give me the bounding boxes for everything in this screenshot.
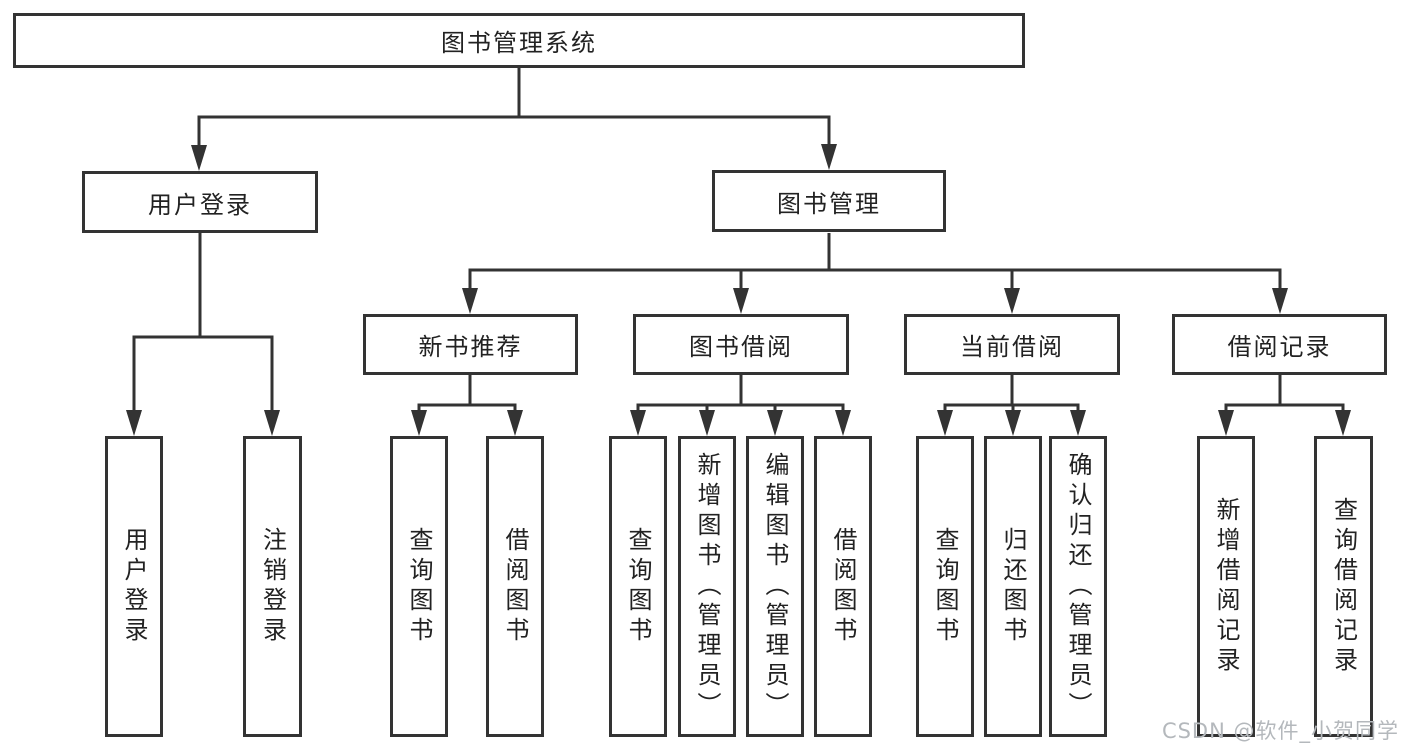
node-query-books-current: 查询图书 [916, 436, 974, 737]
node-label: 确认归还（管理员） [1064, 451, 1092, 722]
arrow-new-book-recommend [462, 288, 478, 314]
node-label: 用户登录 [148, 190, 252, 219]
arrow-current-borrow [1004, 288, 1020, 314]
node-book-management: 图书管理 [712, 170, 946, 232]
node-label: 查询借阅记录 [1329, 496, 1358, 677]
node-logout: 注销登录 [243, 436, 302, 737]
edge-borrow-records [1224, 375, 1345, 412]
arrow-leaf-query-borrow-record [1335, 410, 1351, 436]
node-label: 编辑图书（管理员） [761, 451, 789, 722]
edge-book-management-rail [468, 268, 1282, 290]
arrow-leaf-confirm-return [1070, 410, 1086, 436]
node-query-books-borrow: 查询图书 [609, 436, 667, 737]
node-library-management-system: 图书管理系统 [13, 13, 1025, 68]
arrow-leaf-borrow-books [835, 410, 851, 436]
node-confirm-return-admin: 确认归还（管理员） [1049, 436, 1107, 737]
arrow-leaf-query-books-recommend [411, 410, 427, 436]
arrow-book-borrow [733, 288, 749, 314]
node-borrow-records: 借阅记录 [1172, 314, 1387, 375]
node-return-book: 归还图书 [984, 436, 1042, 737]
arrow-book-management [821, 144, 837, 170]
node-label: 借阅图书 [829, 526, 857, 647]
node-label: 借阅图书 [501, 526, 529, 647]
node-label: 新增借阅记录 [1212, 496, 1240, 677]
node-borrow-books: 借阅图书 [814, 436, 872, 737]
arrow-leaf-add-borrow-record [1218, 410, 1234, 436]
edge-book-borrow [636, 375, 845, 412]
node-label: 图书管理系统 [441, 29, 597, 57]
arrow-leaf-query-books-current [937, 410, 953, 436]
arrow-borrow-records [1272, 288, 1288, 314]
node-query-borrow-record: 查询借阅记录 [1314, 436, 1373, 737]
arrow-user-login [191, 145, 207, 171]
node-label: 新书推荐 [418, 333, 523, 361]
node-label: 归还图书 [999, 526, 1027, 647]
node-label: 查询图书 [931, 526, 959, 647]
arrow-leaf-borrow-books-recommend [507, 410, 523, 436]
node-label: 当前借阅 [960, 333, 1064, 361]
node-book-borrow: 图书借阅 [633, 314, 849, 375]
edge-current-borrow [943, 375, 1080, 412]
node-user-login: 用户登录 [82, 171, 318, 233]
edge-new-book-recommend [417, 375, 517, 412]
node-add-book-admin: 新增图书（管理员） [678, 436, 736, 737]
arrow-leaf-return-book [1005, 410, 1021, 436]
node-label: 图书管理 [777, 189, 881, 218]
node-user-login-leaf: 用户登录 [105, 436, 163, 737]
node-new-book-recommend: 新书推荐 [363, 314, 578, 375]
arrow-leaf-user-login [126, 410, 142, 436]
arrow-leaf-logout [264, 410, 280, 436]
arrow-leaf-query-books-borrow [630, 410, 646, 436]
node-label: 用户登录 [120, 526, 148, 647]
node-label: 查询图书 [405, 526, 433, 647]
node-label: 注销登录 [258, 526, 287, 647]
node-borrow-books-recommend: 借阅图书 [486, 436, 544, 737]
arrow-leaf-add-book [699, 410, 715, 436]
node-add-borrow-record: 新增借阅记录 [1197, 436, 1255, 737]
node-edit-book-admin: 编辑图书（管理员） [746, 436, 804, 737]
edge-book-management-inner [739, 270, 1014, 290]
node-label: 图书借阅 [689, 333, 793, 361]
node-label: 查询图书 [624, 526, 652, 647]
node-query-books-recommend: 查询图书 [390, 436, 448, 737]
node-label: 新增图书（管理员） [693, 451, 721, 722]
arrowheads [126, 144, 1351, 436]
edge-user-login-rail [132, 335, 274, 412]
csdn-watermark: CSDN @软件_小贺同学 [1161, 719, 1399, 743]
node-current-borrow: 当前借阅 [904, 314, 1120, 375]
node-label: 借阅记录 [1227, 333, 1332, 361]
edge-level1-rail [197, 115, 831, 147]
arrow-leaf-edit-book [767, 410, 783, 436]
